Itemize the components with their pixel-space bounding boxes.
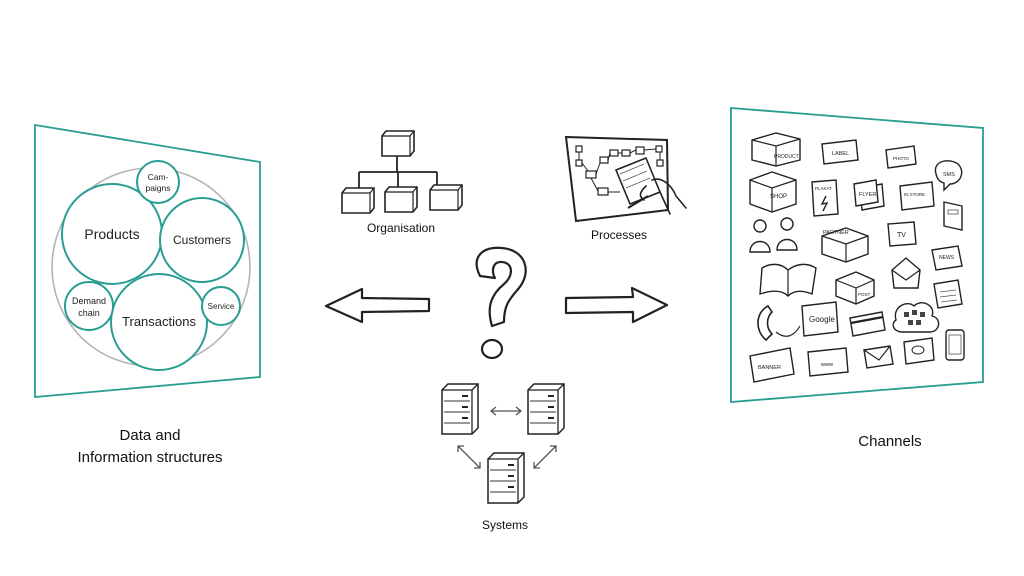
systems-caption: Systems [481,518,528,532]
svg-text:IN STORE: IN STORE [904,192,925,197]
smartphone-icon [945,329,965,361]
www-window-icon: www [807,347,849,377]
arrow-right-icon [564,286,669,324]
channels-caption: Channels [858,433,922,450]
data-structures-panel: Products Customers Transactions Cam- pai… [34,123,261,398]
arrow-left-icon [324,287,431,324]
svg-text:SHOP: SHOP [770,194,787,200]
flyer-icon: FLYER [853,179,885,211]
google-web-icon: Google [801,301,839,337]
svg-text:PRODUCT: PRODUCT [774,154,799,160]
svg-text:PARTNER: PARTNER [823,230,849,236]
svg-text:Google: Google [809,315,835,324]
demand-chain-circle [64,281,114,331]
processes-caption: Processes [590,228,648,242]
campaigns-circle [136,160,180,204]
channels-panel: PRODUCT LABEL PHOTO SMS SHOP PLAKAT [730,107,984,403]
transactions-label: Transactions [122,314,196,329]
demand-chain-label-1: Demand [72,296,106,306]
svg-text:www: www [820,362,833,368]
products-label: Products [84,226,139,242]
photo-icon: PHOTO [885,145,917,169]
svg-text:BANNER: BANNER [758,365,781,371]
social-cloud-icon [892,302,940,333]
systems-diagram [441,383,565,504]
data-caption-line-1: Data and [119,427,181,444]
question-mark-icon [475,246,527,360]
organisation-caption: Organisation [366,221,436,235]
newspaper-icon: NEWS [931,245,963,271]
partner-building-icon: PARTNER [821,227,869,263]
shop-icon: SHOP [749,171,797,213]
transactions-circle [110,273,208,371]
process-board-icon [564,135,687,223]
data-caption-line-2: Information structures [77,449,223,466]
data-structures-caption: Data and Information structures [40,425,260,469]
banner-icon: BANNER [749,347,795,383]
svg-text:TV: TV [897,232,906,239]
people-icon [749,217,798,253]
org-chart-icon [341,130,463,214]
cd-icon [903,337,935,365]
svg-text:PLAKAT: PLAKAT [815,186,832,191]
service-circle [201,286,241,326]
plakat-icon: PLAKAT [811,179,839,217]
server-icon [487,452,525,504]
document-icon [933,279,963,309]
in-store-icon: IN STORE [899,181,935,211]
campaigns-label-2: paigns [145,183,170,193]
product-box-icon: PRODUCT [751,132,801,167]
svg-text:SMS: SMS [943,172,955,178]
customers-circle [159,197,245,283]
svg-text:POST: POST [858,292,871,297]
phone-device-icon [943,201,963,231]
server-icon [441,383,479,435]
sms-bubble-icon: SMS [934,160,963,192]
svg-text:LABEL: LABEL [832,151,849,157]
book-icon [759,263,817,297]
tv-icon: TV [887,221,917,247]
post-box-icon: POST [835,271,875,305]
mail-envelope-icon [891,257,921,289]
telephone-icon [757,304,801,342]
label-tag-icon: LABEL [821,139,859,165]
customers-label: Customers [173,233,231,247]
svg-text:NEWS: NEWS [939,255,955,261]
double-arrow-icon [457,406,557,469]
svg-text:PHOTO: PHOTO [893,156,909,161]
svg-text:FLYER: FLYER [859,192,876,198]
server-icon [527,383,565,435]
envelope-icon [863,345,894,369]
credit-card-icon [849,311,886,337]
campaigns-label-1: Cam- [148,172,169,182]
demand-chain-label-2: chain [78,308,100,318]
service-label: Service [208,302,235,311]
